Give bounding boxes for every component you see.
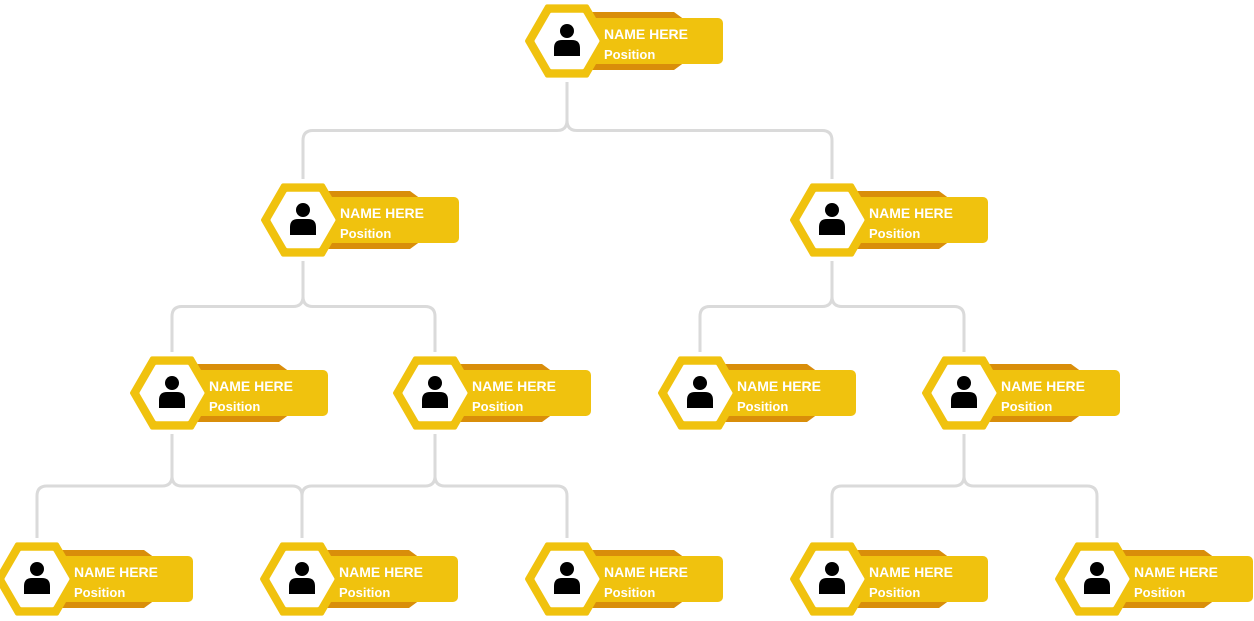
node-name: NAME HERE	[472, 378, 556, 394]
node-name: NAME HERE	[1134, 564, 1218, 580]
node-name: NAME HERE	[209, 378, 293, 394]
connector-line	[301, 82, 569, 179]
name-banner	[192, 370, 328, 416]
org-node[interactable]: NAME HERE Position	[393, 356, 591, 430]
name-banner	[984, 370, 1120, 416]
org-node[interactable]: NAME HERE Position	[260, 542, 458, 616]
person-icon	[24, 562, 50, 594]
person-icon	[290, 203, 316, 235]
person-icon	[819, 203, 845, 235]
org-node[interactable]: NAME HERE Position	[0, 542, 193, 616]
name-banner	[322, 556, 458, 602]
node-name: NAME HERE	[869, 564, 953, 580]
connector-line	[170, 434, 304, 538]
node-position: Position	[604, 47, 655, 62]
name-banner	[455, 370, 591, 416]
connector-line	[565, 82, 834, 179]
name-banner	[1117, 556, 1253, 602]
node-name: NAME HERE	[604, 26, 688, 42]
node-position: Position	[339, 585, 390, 600]
node-name: NAME HERE	[869, 205, 953, 221]
node-position: Position	[340, 226, 391, 241]
name-banner	[852, 197, 988, 243]
person-icon	[951, 376, 977, 408]
connector-line	[301, 261, 437, 352]
person-icon	[554, 24, 580, 56]
name-banner	[720, 370, 856, 416]
connector-line	[830, 261, 966, 352]
connector-line	[300, 434, 437, 538]
node-position: Position	[1134, 585, 1185, 600]
org-node[interactable]: NAME HERE Position	[922, 356, 1120, 430]
node-position: Position	[869, 226, 920, 241]
connector-line	[433, 434, 569, 538]
person-icon	[289, 562, 315, 594]
org-node[interactable]: NAME HERE Position	[525, 4, 723, 78]
org-node[interactable]: NAME HERE Position	[790, 183, 988, 257]
node-name: NAME HERE	[604, 564, 688, 580]
name-banner	[587, 18, 723, 64]
connector-line	[962, 434, 1099, 538]
node-position: Position	[74, 585, 125, 600]
org-node[interactable]: NAME HERE Position	[790, 542, 988, 616]
org-node[interactable]: NAME HERE Position	[658, 356, 856, 430]
node-name: NAME HERE	[74, 564, 158, 580]
connector-line	[35, 434, 174, 538]
node-position: Position	[737, 399, 788, 414]
name-banner	[57, 556, 193, 602]
connector-line	[698, 261, 834, 352]
person-icon	[554, 562, 580, 594]
org-node[interactable]: NAME HERE Position	[1055, 542, 1253, 616]
org-node[interactable]: NAME HERE Position	[130, 356, 328, 430]
connector-line	[830, 434, 966, 538]
connector-line	[170, 261, 305, 352]
person-icon	[1084, 562, 1110, 594]
node-name: NAME HERE	[1001, 378, 1085, 394]
node-name: NAME HERE	[339, 564, 423, 580]
connectors	[35, 82, 1099, 538]
node-position: Position	[1001, 399, 1052, 414]
node-position: Position	[604, 585, 655, 600]
node-name: NAME HERE	[340, 205, 424, 221]
person-icon	[819, 562, 845, 594]
node-position: Position	[209, 399, 260, 414]
name-banner	[587, 556, 723, 602]
node-name: NAME HERE	[737, 378, 821, 394]
person-icon	[159, 376, 185, 408]
node-position: Position	[869, 585, 920, 600]
org-node[interactable]: NAME HERE Position	[261, 183, 459, 257]
node-position: Position	[472, 399, 523, 414]
name-banner	[852, 556, 988, 602]
name-banner	[323, 197, 459, 243]
person-icon	[422, 376, 448, 408]
org-node[interactable]: NAME HERE Position	[525, 542, 723, 616]
person-icon	[687, 376, 713, 408]
